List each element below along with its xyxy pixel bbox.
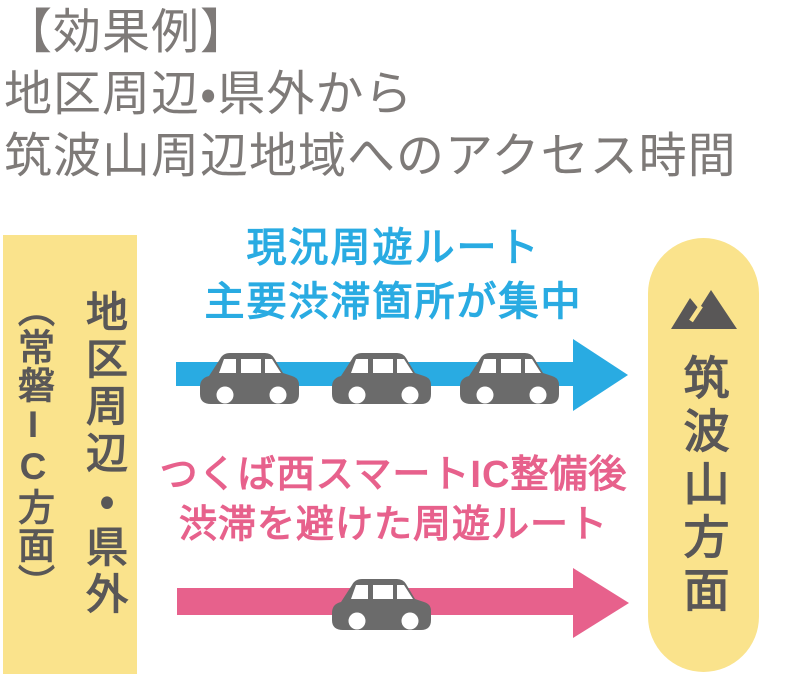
- new-route-line-2: 渋滞を避けた周遊ルート: [178, 504, 608, 546]
- car-icon: [332, 579, 431, 630]
- title-line-1: 【効果例】: [4, 6, 250, 59]
- title-line-3: 筑波山周辺地域へのアクセス時間: [4, 130, 737, 183]
- car-icon: [460, 353, 559, 404]
- origin-label-main: 地区周辺・県外: [80, 290, 128, 619]
- destination-box: 筑波山方面: [648, 238, 759, 672]
- title-line-2: 地区周辺・県外から: [4, 68, 414, 121]
- mountain-icon: [670, 290, 737, 329]
- new-route-label: つくば西スマートIC整備後 渋滞を避けた周遊ルート: [137, 450, 650, 550]
- page-title: 【効果例】 地区周辺・県外から 筑波山周辺地域へのアクセス時間: [4, 2, 737, 188]
- destination-label: 筑波山方面: [677, 354, 730, 619]
- new-route-line-1: つくば西スマートIC整備後: [159, 454, 628, 496]
- current-route-label: 現況周遊ルート 主要渋滞箇所が集中: [137, 221, 650, 329]
- origin-label-sub: （常磐IC方面）: [12, 290, 54, 602]
- current-route-line-1: 現況周遊ルート: [246, 226, 541, 270]
- current-route-line-2: 主要渋滞箇所が集中: [204, 280, 583, 324]
- car-icon: [200, 353, 299, 404]
- origin-label: 地区周辺・県外 （常磐IC方面）: [6, 290, 135, 619]
- car-icon: [332, 353, 431, 404]
- origin-box: 地区周辺・県外 （常磐IC方面）: [3, 235, 137, 674]
